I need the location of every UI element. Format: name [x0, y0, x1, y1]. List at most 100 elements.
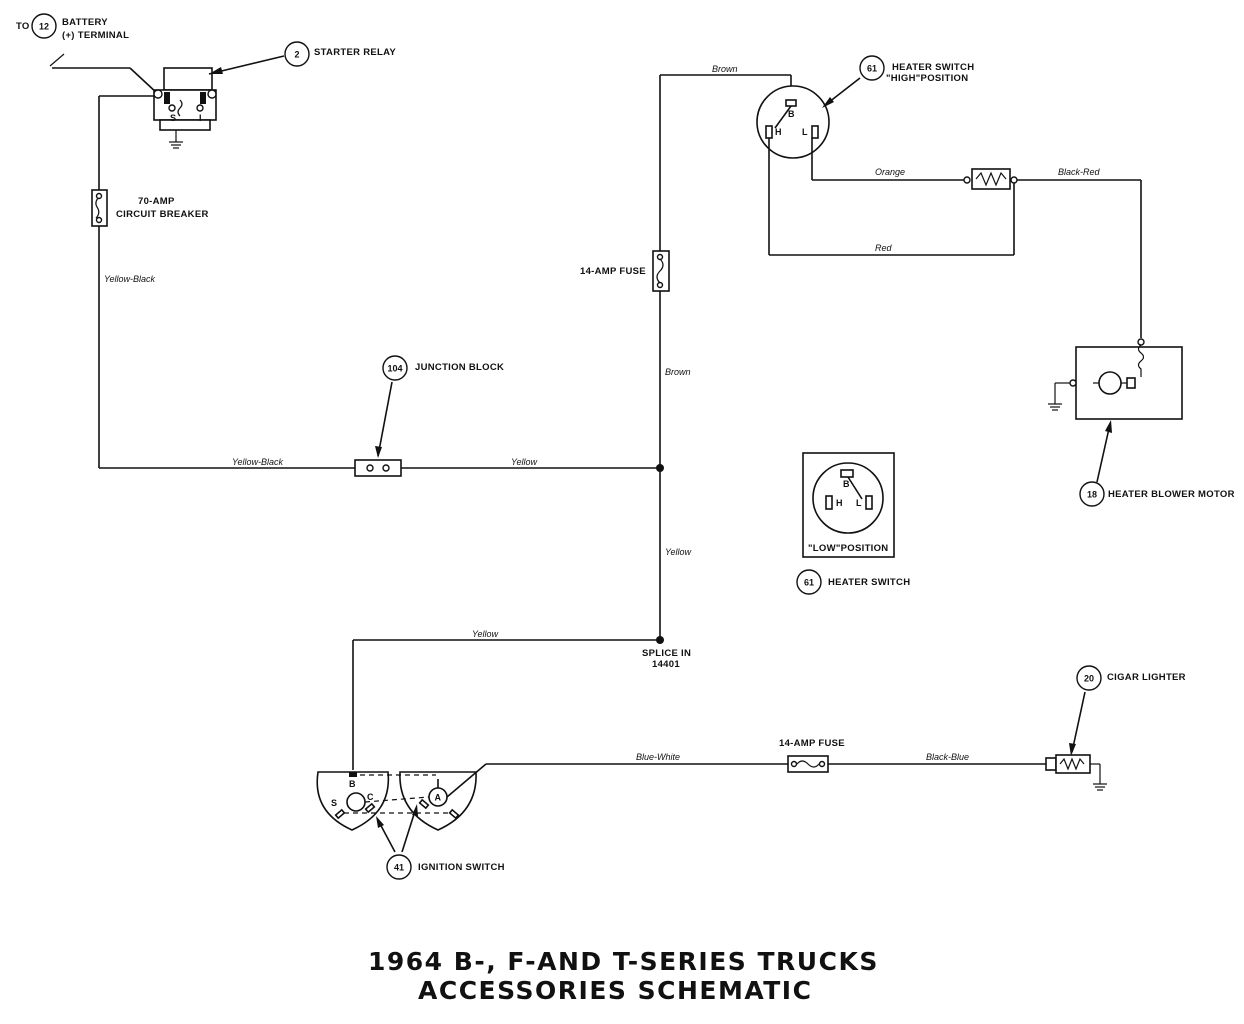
fuse-bottom-terminal-1 [790, 760, 798, 768]
circuit-breaker-element [95, 196, 100, 219]
junction-terminal-1 [366, 464, 374, 472]
heater-switch-ref-circle [859, 55, 885, 81]
breaker-terminal-top [95, 192, 103, 200]
blower-label: HEATER BLOWER MOTOR [1108, 489, 1235, 500]
battery-tick [49, 53, 65, 67]
ign-pin-s: S [331, 798, 337, 808]
lighter-ref-number: 20 [1084, 674, 1094, 684]
relay-label: STARTER RELAY [314, 47, 396, 58]
ign-contact-b [349, 772, 357, 777]
relay-terminal-battery [153, 89, 163, 99]
switch-contact-b [785, 99, 797, 107]
cigar-lighter-knob [1045, 757, 1057, 771]
wire-label-red: Red [875, 243, 893, 253]
ign-link-middle [364, 796, 430, 803]
wire-label-brown-vert: Brown [665, 367, 691, 377]
heater-switch-low-inset: B H L "LOW"POSITION 61 HEATER SWITCH [796, 452, 910, 595]
fuse-top-terminal-2 [656, 281, 664, 289]
starter-relay: S I 2 STARTER RELAY [52, 41, 396, 149]
junction-pointer-arrow [375, 446, 382, 458]
relay-terminal-s [168, 104, 176, 112]
relay-ref-circle [284, 41, 310, 67]
ign-contact-s [334, 808, 346, 820]
battery-terminal-reference: TO 12 BATTERY (+) TERMINAL [16, 13, 129, 67]
wire-label-yellow-vert: Yellow [665, 547, 692, 557]
breaker-label: CIRCUIT BREAKER [116, 209, 209, 220]
ign-ref-circle [386, 854, 412, 880]
blower-motor-ground-terminal [1069, 379, 1077, 387]
left-feed-circuit: 70-AMP CIRCUIT BREAKER Yellow-Black Yell… [91, 95, 355, 469]
heater-switch-ref-number: 61 [867, 64, 877, 74]
main-junction-node [656, 464, 664, 472]
resistor-element [975, 171, 1007, 187]
schematic-title: 1964 B-, F-AND T-SERIES TRUCKS [368, 947, 879, 976]
lighter-label: CIGAR LIGHTER [1107, 672, 1186, 683]
ign-pin-b: B [349, 779, 356, 789]
wire-label-black-blue: Black-Blue [926, 752, 969, 762]
low-switch-pin-h: H [836, 498, 843, 508]
main-vertical-feed: 14-AMP FUSE Brown Yellow SPLICE IN 14401… [580, 64, 792, 670]
ign-pointer-right-arrow [412, 804, 418, 816]
switch-pin-l: L [802, 127, 808, 137]
switch-blade-high [774, 105, 792, 129]
low-switch-contact-b [840, 469, 854, 478]
ign-ref-number: 41 [394, 863, 404, 873]
lighter-pointer [1071, 691, 1086, 753]
battery-label: BATTERY [62, 17, 108, 28]
schematic-subtitle: ACCESSORIES SCHEMATIC [418, 976, 812, 1005]
breaker-terminal-bottom [95, 216, 103, 224]
junction-ref-circle [382, 355, 408, 381]
battery-ref-circle [31, 13, 57, 39]
heater-switch-position-label: "HIGH"POSITION [886, 73, 968, 84]
ign-label: IGNITION SWITCH [418, 862, 505, 873]
junction-block: 104 JUNCTION BLOCK Yellow [354, 355, 660, 477]
resistor-terminal-left [963, 176, 971, 184]
resistor-terminal-right [1010, 176, 1018, 184]
relay-ref-number: 2 [294, 50, 299, 60]
lighter-ref-circle [1076, 665, 1102, 691]
low-switch-body [812, 462, 884, 534]
ign-pointer-left-arrow [376, 816, 384, 828]
relay-pin-s: S [170, 113, 176, 123]
ignition-feed: Yellow [352, 629, 660, 770]
relay-contact-right [200, 92, 206, 104]
heater-blower-motor: 18 HEATER BLOWER MOTOR [1048, 338, 1235, 507]
relay-contact-left [164, 92, 170, 104]
ign-rotor-left [346, 792, 366, 812]
wire-label-yellow-junction: Yellow [511, 457, 538, 467]
low-switch-ref-circle [796, 569, 822, 595]
heater-switch-pointer-arrow [822, 97, 834, 108]
wire-label-black-red: Black-Red [1058, 167, 1101, 177]
ign-pin-c: C [367, 792, 374, 802]
relay-terminal-starter [207, 89, 217, 99]
wire-label-blue-white: Blue-White [636, 752, 680, 762]
ign-pin-a: A [435, 793, 442, 803]
switch-contact-h [765, 125, 773, 139]
blower-pointer [1096, 423, 1111, 483]
blower-ref-number: 18 [1087, 490, 1097, 500]
low-position-label: "LOW"POSITION [808, 543, 888, 554]
ign-contact-acc [418, 798, 430, 810]
fuse-top-element [656, 258, 664, 284]
fuse-bottom-label: 14-AMP FUSE [779, 738, 845, 749]
fuse-bottom-element [796, 760, 820, 768]
blower-ref-circle [1079, 481, 1105, 507]
ignition-switch: B S C A 41 IGNITION SWITCH [316, 763, 505, 880]
battery-ref-number: 12 [39, 22, 49, 32]
heater-switch-high: B H L 61 HEATER SWITCH "HIGH"POSITION Or… [756, 55, 1142, 338]
wire-label-yellow-ign: Yellow [472, 629, 499, 639]
relay-body-top [163, 67, 213, 91]
junction-pointer [377, 381, 393, 457]
low-switch-pin-b: B [843, 479, 850, 489]
junction-label: JUNCTION BLOCK [415, 362, 504, 373]
lighter-pointer-arrow [1069, 743, 1076, 756]
battery-to-prefix: TO [16, 21, 30, 32]
cigar-lighter-circuit: Blue-White 14-AMP FUSE Black-Blue 20 CIG… [486, 665, 1186, 791]
relay-pin-i: I [199, 113, 202, 123]
ign-pointer-right [401, 807, 417, 853]
blower-pointer-arrow [1105, 420, 1112, 433]
ign-contact-acc-2 [448, 808, 460, 820]
cigar-lighter-element [1059, 757, 1085, 771]
switch-pin-b: B [788, 109, 795, 119]
wire-label-yellow-black-vert: Yellow-Black [104, 274, 156, 284]
